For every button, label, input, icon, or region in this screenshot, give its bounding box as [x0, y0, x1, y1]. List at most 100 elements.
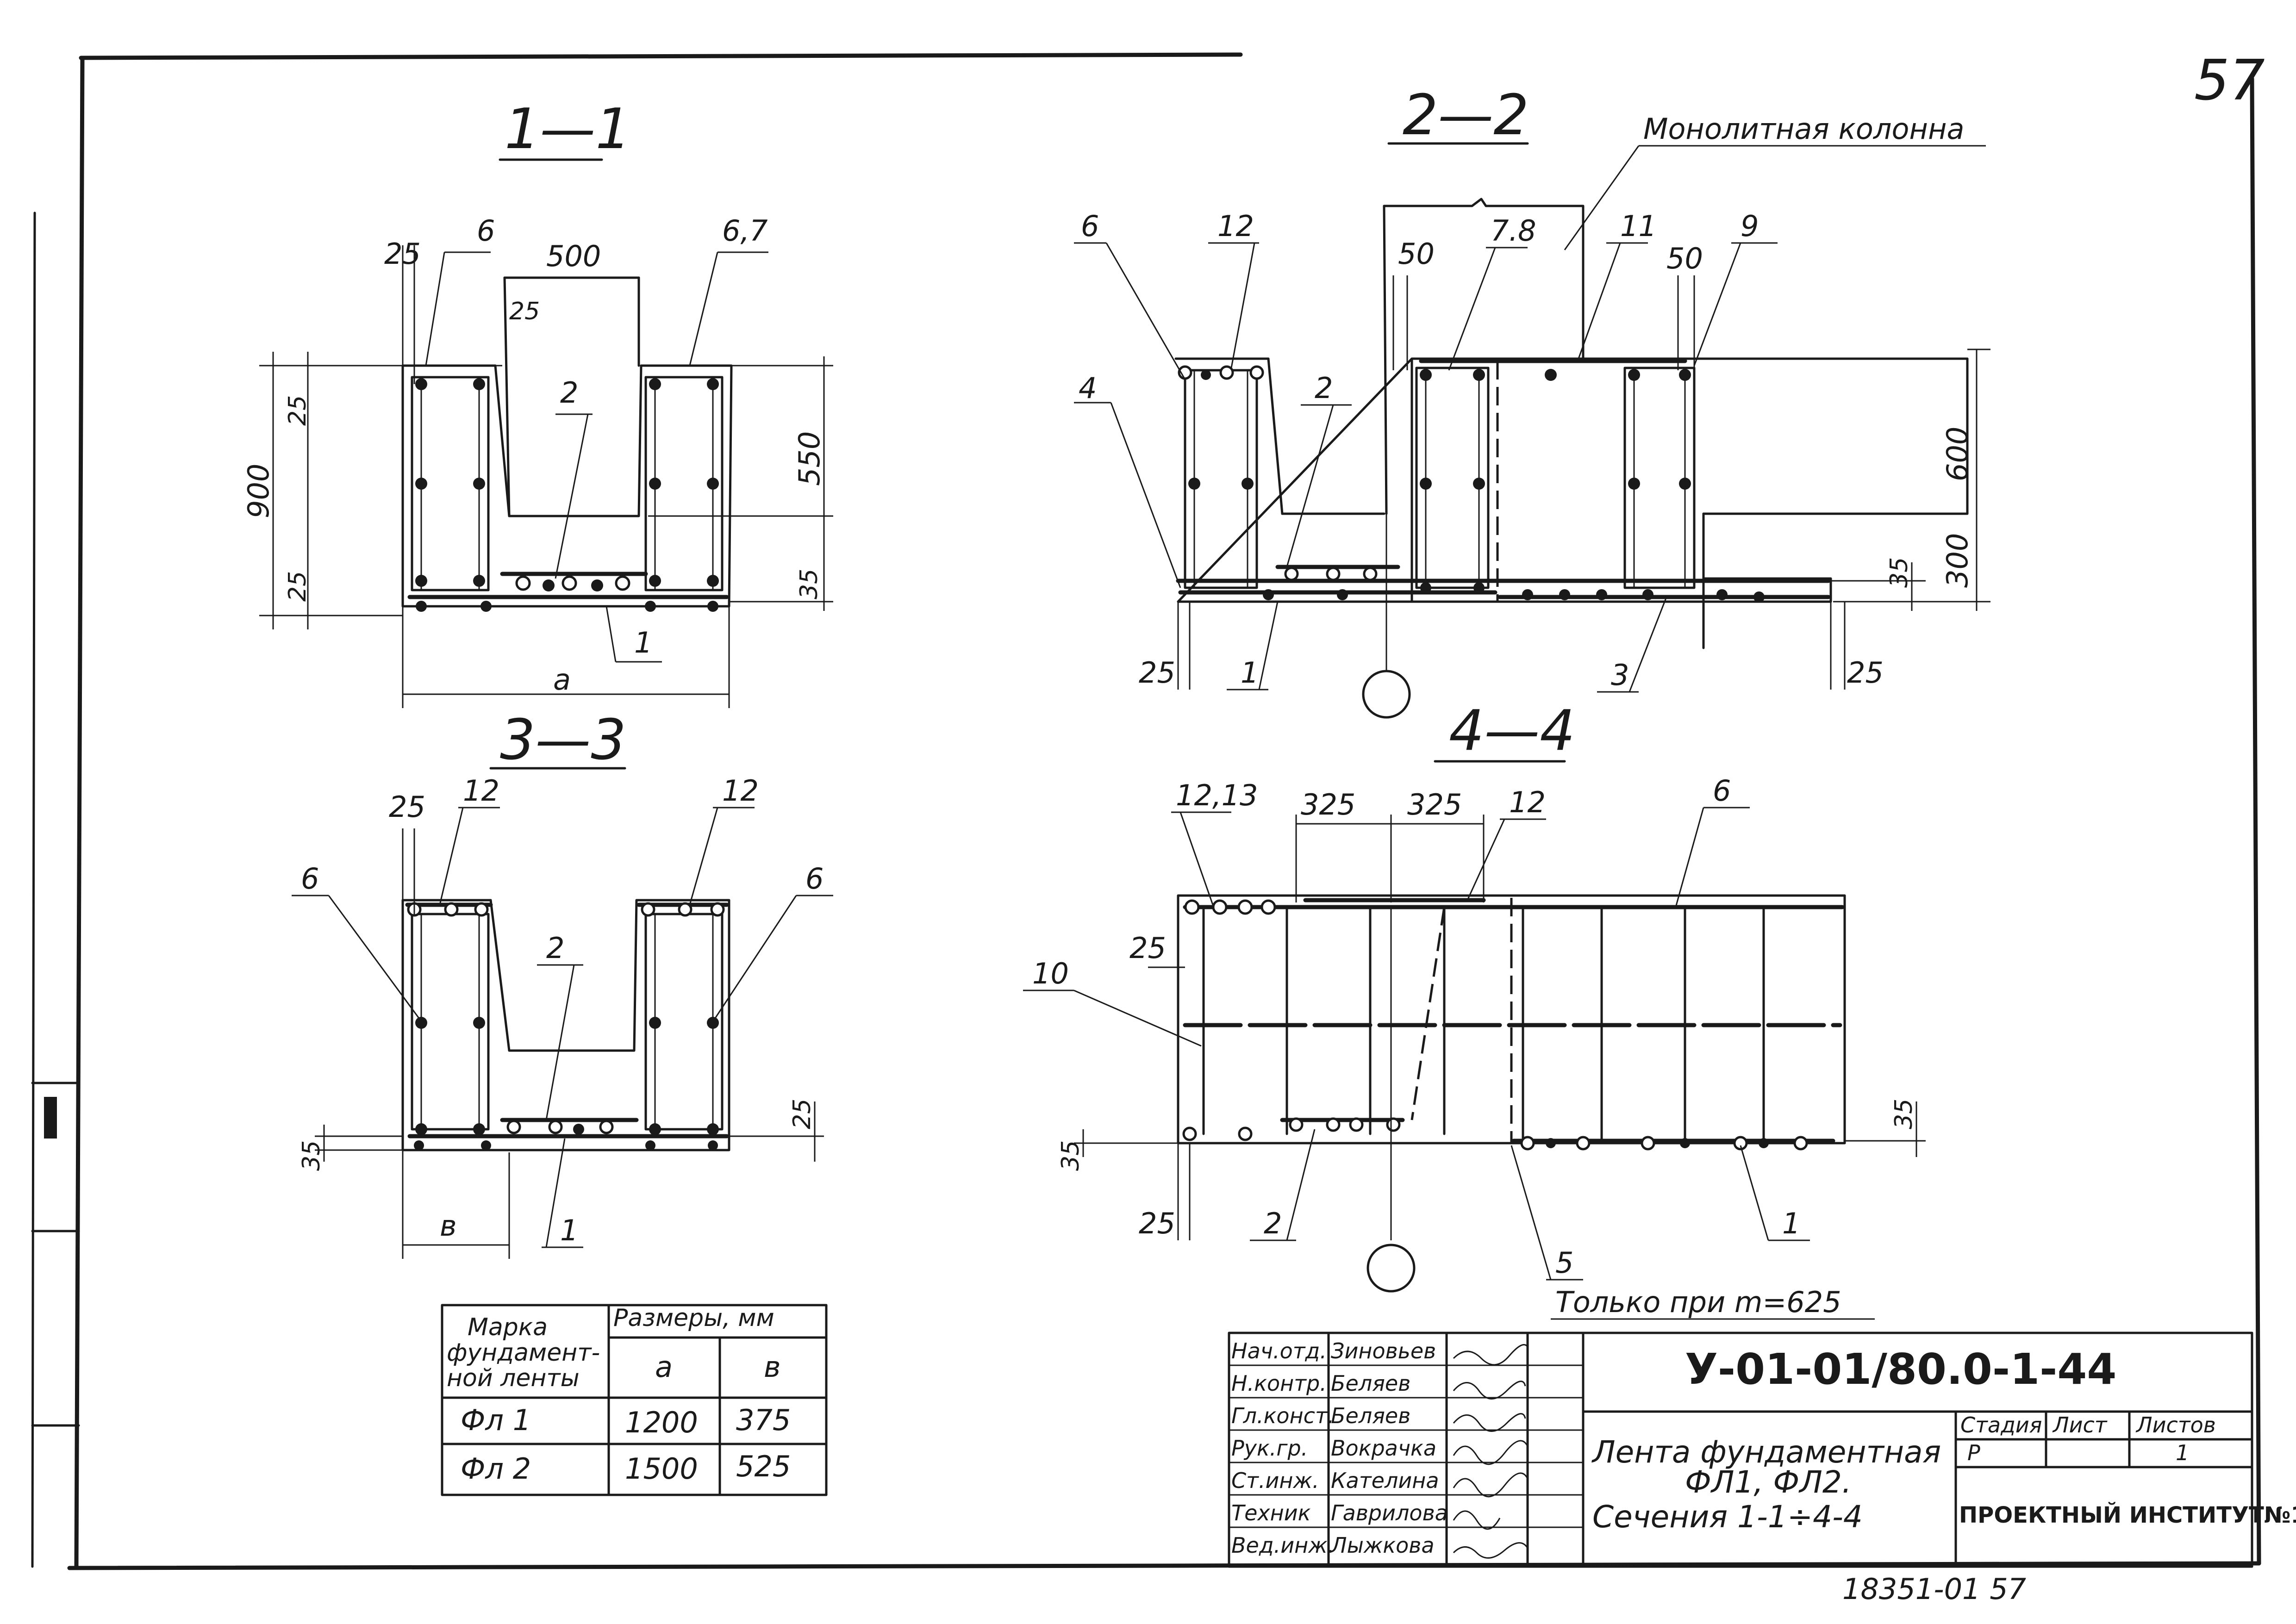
- staff-role-3: Гл.конст.: [1231, 1403, 1334, 1428]
- dim-500: 500: [546, 239, 601, 273]
- callout-6-left: 6: [301, 862, 319, 896]
- callout-6-7: 6,7: [722, 214, 768, 248]
- document-code: У-01-01/80.0-1-44: [1685, 1344, 2116, 1394]
- staff-name-5: Кателина: [1331, 1468, 1439, 1493]
- dim-25-top-left: 25: [384, 237, 421, 271]
- callout-9: 9: [1741, 209, 1759, 243]
- dim-25-lower: 25: [284, 571, 312, 602]
- table-header-mark-1: Марка: [468, 1313, 548, 1341]
- table-row-2-mark: Фл 2: [461, 1452, 531, 1486]
- callout-12-right: 12: [722, 774, 759, 808]
- staff-name-6: Гаврилова: [1331, 1500, 1448, 1525]
- section-1-1-title: 1—1: [505, 97, 631, 162]
- dim-25-top: 25: [389, 790, 425, 824]
- stage-value: Р: [1967, 1440, 1980, 1465]
- table-row-1-b: 375: [736, 1403, 791, 1437]
- staff-role-4: Рук.гр.: [1231, 1436, 1308, 1461]
- callout-12: 12: [1217, 209, 1254, 243]
- section-2-2-title: 2—2: [1403, 83, 1529, 148]
- section-2-2: 2—2 Монолитная колонна: [1074, 83, 1990, 719]
- title-block: Нач.отд. Зиновьев Н.контр. Беляев Гл.кон…: [1228, 1332, 2296, 1568]
- table-row-2-a: 1500: [625, 1452, 698, 1486]
- table-header-sizes: Размеры, мм: [613, 1304, 774, 1332]
- callout-12-left: 12: [463, 774, 499, 808]
- description-line-2: ФЛ1, ФЛ2.: [1685, 1464, 1852, 1500]
- callout-1: 1: [1241, 656, 1259, 690]
- callout-1: 1: [1782, 1207, 1800, 1240]
- staff-role-7: Вед.инж.: [1231, 1533, 1334, 1558]
- callout-6: 6: [477, 214, 495, 248]
- callout-12-13: 12,13: [1176, 778, 1258, 812]
- section-4-4-title: 4—4: [1449, 699, 1575, 763]
- dim-600: 600: [1940, 427, 1974, 481]
- dim-25-right: 25: [1847, 656, 1884, 690]
- dim-50-right: 50: [1666, 242, 1703, 275]
- callout-6-right: 6: [805, 862, 824, 896]
- dim-25-left: 25: [1139, 656, 1175, 690]
- description-line-1: Лента фундаментная: [1591, 1434, 1941, 1470]
- dim-25-right: 25: [788, 1099, 816, 1129]
- callout-1: 1: [560, 1213, 578, 1247]
- callout-2: 2: [1264, 1207, 1282, 1240]
- staff-name-7: Лыжкова: [1330, 1533, 1435, 1558]
- callout-3: 3: [1611, 658, 1629, 692]
- table-header-mark-3: ной ленты: [447, 1364, 580, 1392]
- callout-5: 5: [1555, 1246, 1573, 1280]
- callout-2: 2: [560, 376, 578, 410]
- table-header-mark-2: фундамент-: [447, 1339, 600, 1367]
- section-1-1-outline: [401, 364, 733, 608]
- dim-35: 35: [795, 569, 823, 599]
- staff-role-2: Н.контр.: [1231, 1371, 1327, 1396]
- dim-b: в: [440, 1209, 457, 1243]
- dim-550: 550: [792, 431, 826, 486]
- callout-2: 2: [1315, 371, 1333, 405]
- dim-900: 900: [242, 464, 275, 518]
- dim-325-left: 325: [1301, 788, 1355, 821]
- size-table: Марка фундамент- ной ленты Размеры, мм а…: [441, 1304, 828, 1496]
- callout-11: 11: [1620, 209, 1657, 243]
- sheet-header: Лист: [2052, 1412, 2108, 1437]
- dim-25-upper: 25: [284, 395, 312, 426]
- signature-marks: [1453, 1344, 1529, 1559]
- section-4-4: 4—4: [1023, 699, 1926, 1320]
- table-col-a: а: [655, 1350, 673, 1384]
- sheets-header: Листов: [2135, 1412, 2216, 1437]
- dim-35-left: 35: [298, 1140, 325, 1171]
- staff-role-5: Ст.инж.: [1231, 1468, 1319, 1493]
- archive-number: 18351-01 57: [1842, 1572, 2026, 1606]
- only-when-note: Только при m=625: [1555, 1285, 1841, 1319]
- staff-role-6: Техник: [1231, 1500, 1311, 1525]
- table-row-2-b: 525: [736, 1450, 791, 1483]
- dim-25-bottom: 25: [1139, 1207, 1175, 1240]
- axis-marker: [1366, 1244, 1416, 1293]
- sheets-value: 1: [2176, 1440, 2189, 1465]
- table-row-1-a: 1200: [625, 1406, 698, 1439]
- dim-a: a: [553, 663, 571, 697]
- sheet-frame: [31, 52, 2261, 1570]
- dim-325-right: 325: [1407, 788, 1462, 821]
- table-row-1-mark: Фл 1: [461, 1403, 531, 1437]
- section-3-3-title: 3—3: [500, 708, 626, 772]
- dim-35-left: 35: [1057, 1140, 1085, 1171]
- section-3-3-outline: [401, 899, 730, 1151]
- side-stamp-block: [44, 1097, 57, 1139]
- callout-2: 2: [546, 931, 564, 965]
- callout-4: 4: [1079, 371, 1097, 405]
- callout-6: 6: [1081, 209, 1099, 243]
- callout-7-8: 7.8: [1491, 214, 1536, 248]
- dim-300: 300: [1940, 533, 1974, 588]
- staff-name-1: Зиновьев: [1331, 1338, 1436, 1363]
- dim-50-left: 50: [1398, 237, 1435, 271]
- page-number: 57: [2194, 49, 2265, 113]
- dim-35: 35: [1885, 557, 1913, 588]
- staff-role-1: Нач.отд.: [1231, 1338, 1327, 1363]
- stage-header: Стадия: [1960, 1412, 2042, 1437]
- section-3-3: 3—3 25 35 25 в 12: [292, 708, 833, 1259]
- staff-name-3: Беляев: [1331, 1403, 1410, 1428]
- axis-marker: [1362, 670, 1411, 719]
- monolithic-column-label: Монолитная колонна: [1643, 112, 1964, 146]
- callout-6: 6: [1713, 774, 1731, 808]
- institute-name: ПРОЕКТНЫЙ ИНСТИТУТ№1: [1959, 1502, 2296, 1528]
- table-col-b: в: [764, 1350, 781, 1384]
